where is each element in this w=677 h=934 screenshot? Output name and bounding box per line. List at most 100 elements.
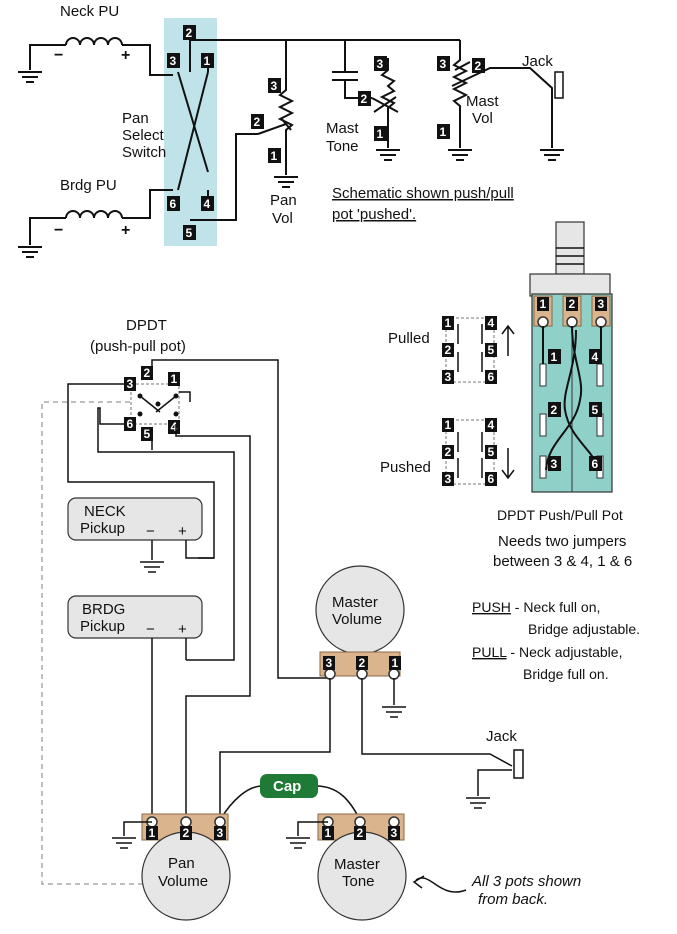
svg-text:1: 1 — [325, 826, 332, 840]
svg-text:5: 5 — [144, 427, 151, 441]
mastvol-pin-2: 2 — [472, 58, 485, 73]
pushpull-caption: DPDT Push/Pull Pot — [497, 507, 623, 523]
svg-text:1: 1 — [149, 826, 156, 840]
pulled-pin-2: 2 — [442, 343, 454, 357]
masttone-pin-1: 1 — [374, 126, 387, 141]
jumpers-line-1: Needs two jumpers — [498, 533, 626, 550]
ground-icon — [382, 706, 406, 718]
neck-pickup-plus: + — [178, 523, 187, 540]
svg-text:3: 3 — [598, 297, 605, 311]
dpdt-pin-4: 4 — [168, 420, 180, 434]
dpdt-pin-6: 6 — [124, 417, 136, 431]
dpdt-pin-3: 3 — [124, 377, 136, 391]
neck-coil — [65, 37, 123, 46]
pulled-pin-4: 4 — [485, 316, 497, 330]
mt-lug-3: 3 — [388, 826, 400, 840]
switch-label-line3: Switch — [122, 144, 166, 161]
svg-text:5: 5 — [592, 403, 599, 417]
mv-lug-2: 2 — [356, 656, 368, 670]
brdg-pickup-label-2: Pickup — [80, 618, 125, 635]
svg-text:2: 2 — [361, 92, 368, 106]
schematic-note-2: pot 'pushed'. — [332, 206, 416, 223]
pan-volume-label-1: Pan — [168, 855, 195, 872]
pushpull-pin-5: 5 — [589, 402, 602, 417]
svg-text:6: 6 — [488, 370, 495, 384]
jack-label: Jack — [522, 53, 553, 70]
svg-text:PUSH - Neck full on,: PUSH - Neck full on, — [472, 599, 600, 615]
switch-pin-6: 6 — [167, 196, 180, 211]
brdg-plus: + — [121, 222, 130, 239]
arrow-up-icon — [501, 324, 515, 356]
svg-text:2: 2 — [357, 826, 364, 840]
ground-icon — [540, 149, 564, 161]
brdg-pickup-minus: − — [146, 621, 155, 638]
svg-text:4: 4 — [488, 418, 495, 432]
pull-text-2: Bridge full on. — [523, 666, 609, 682]
pushpull-detail: 1 2 3 1 4 2 5 3 6 Pulled 1 2 3 4 5 6 — [380, 221, 632, 570]
brdg-pickup-plus: + — [178, 621, 187, 638]
brdg-pu-label: Brdg PU — [60, 177, 117, 194]
all-pots-note-2: from back. — [478, 891, 548, 908]
pv-lug-2: 2 — [180, 826, 192, 840]
ground-icon — [274, 176, 298, 188]
brdg-minus: − — [54, 222, 63, 239]
svg-text:3: 3 — [326, 656, 333, 670]
svg-text:2: 2 — [551, 403, 558, 417]
ground-icon — [376, 149, 400, 161]
svg-text:6: 6 — [592, 457, 599, 471]
svg-text:2: 2 — [569, 297, 576, 311]
mv-lug-3: 3 — [323, 656, 335, 670]
svg-text:3: 3 — [271, 79, 278, 93]
neck-pickup-label-1: NECK — [84, 503, 126, 520]
masttone-label-2: Tone — [326, 138, 359, 155]
dpdt-pin-1: 1 — [168, 372, 180, 386]
dpdt-pin-5: 5 — [141, 427, 153, 441]
panvol-pin-3: 3 — [268, 78, 281, 93]
all-pots-note-1: All 3 pots shown — [471, 873, 581, 890]
pushpull-lug-label-3: 3 — [595, 297, 607, 311]
pushed-label: Pushed — [380, 459, 431, 476]
dpdt-switch — [130, 383, 180, 425]
dashed-ground-wire — [41, 401, 142, 885]
pull-key: PULL — [472, 644, 507, 660]
pushed-pin-4: 4 — [485, 418, 497, 432]
jumpers-line-2: between 3 & 4, 1 & 6 — [493, 553, 632, 570]
pushed-pin-2: 2 — [442, 445, 454, 459]
svg-text:5: 5 — [488, 445, 495, 459]
switch-pin-3: 3 — [167, 53, 180, 68]
pushed-pin-1: 1 — [442, 418, 454, 432]
push-text-2: Bridge adjustable. — [528, 621, 640, 637]
neck-pu-label: Neck PU — [60, 3, 119, 20]
schematic: Neck PU − + Brdg PU − + 2 3 1 6 4 5 Pan — [18, 3, 564, 258]
svg-text:1: 1 — [204, 54, 211, 68]
svg-text:2: 2 — [186, 26, 193, 40]
cap-label: Cap — [273, 778, 301, 795]
masttone-pin-3: 3 — [374, 56, 387, 71]
master-volume-label-1: Master — [332, 594, 378, 611]
svg-text:3: 3 — [170, 54, 177, 68]
pushed-pin-3: 3 — [442, 472, 454, 486]
mastvol-pin-1: 1 — [437, 124, 450, 139]
arrow-down-icon — [501, 448, 515, 480]
neck-plus: + — [121, 47, 130, 64]
switch-pin-1: 1 — [201, 53, 214, 68]
push-key: PUSH — [472, 599, 511, 615]
svg-text:3: 3 — [551, 457, 558, 471]
pv-lug-1: 1 — [146, 826, 158, 840]
pushpull-pin-4: 4 — [589, 349, 602, 364]
svg-text:2: 2 — [359, 656, 366, 670]
master-tone-label-1: Master — [334, 856, 380, 873]
svg-text:2: 2 — [144, 366, 151, 380]
svg-text:2: 2 — [183, 826, 190, 840]
wiring-layout: DPDT (push-pull pot) 2 3 1 6 5 4 NECK Pi… — [41, 317, 581, 921]
svg-text:3: 3 — [377, 57, 384, 71]
brdg-pickup — [67, 595, 203, 639]
jack-icon — [513, 749, 524, 779]
mt-lug-2: 2 — [354, 826, 366, 840]
ground-icon — [112, 837, 136, 849]
svg-text:1: 1 — [445, 418, 452, 432]
mastvol-label-2: Vol — [472, 110, 493, 127]
master-volume-label-2: Volume — [332, 611, 382, 628]
pushed-pin-5: 5 — [485, 445, 497, 459]
